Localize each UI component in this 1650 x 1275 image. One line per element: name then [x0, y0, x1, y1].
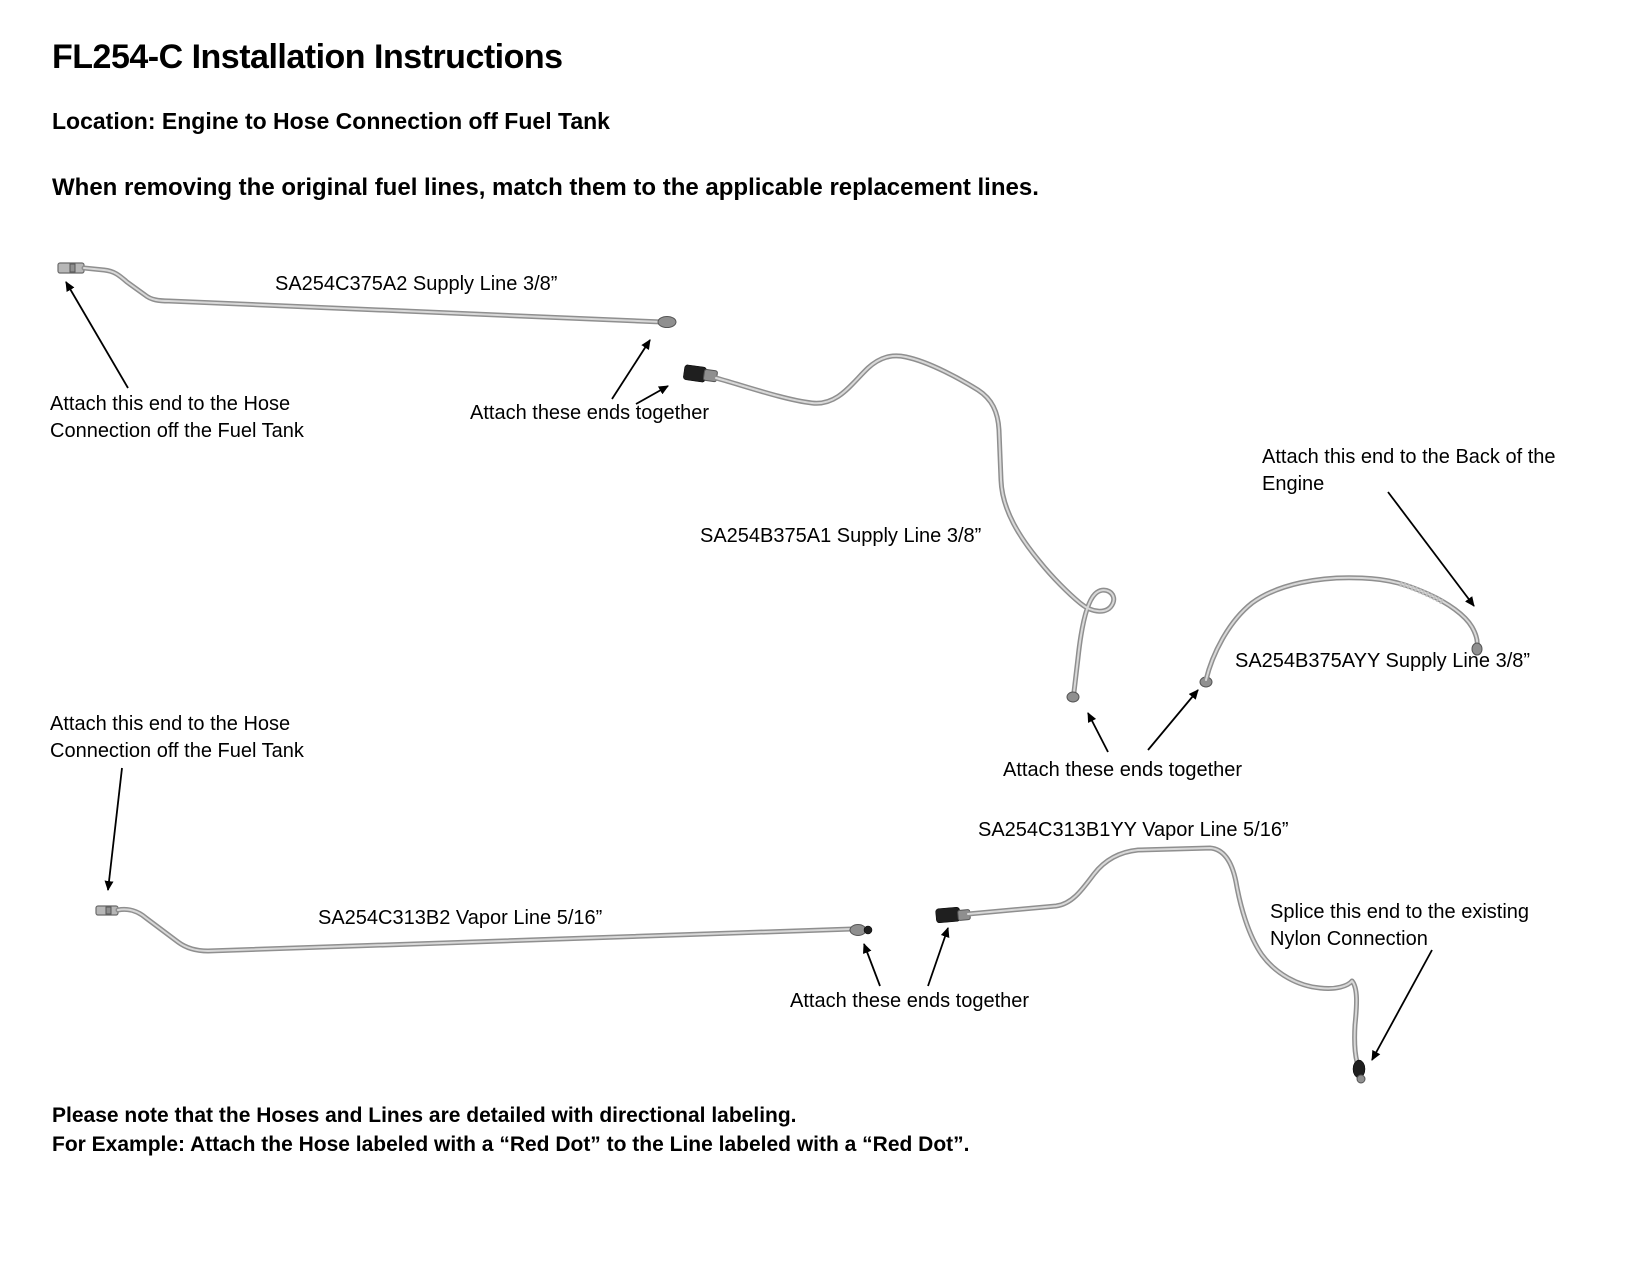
callout-attach-hose-tank-top: Attach this end to the Hose Connection o…	[50, 393, 304, 442]
arrow-to-line3-engine-end	[1387, 491, 1475, 607]
fuel-line-sa254b375ayy	[1199, 575, 1483, 688]
page-title: FL254-C Installation Instructions	[52, 38, 563, 76]
fuel-line-sa254c313b2	[95, 905, 873, 954]
callout-attach-ends-middle: Attach these ends together	[1003, 759, 1243, 781]
arrow-to-line4-splice-end	[1371, 949, 1433, 1061]
fuel-line-sa254c313b1yy	[935, 845, 1366, 1084]
arrow-to-line5-left	[104, 767, 123, 891]
callout-attach-back-engine: Attach this end to the Back of the Engin…	[1262, 446, 1556, 495]
callout-splice-nylon: Splice this end to the existing Nylon Co…	[1270, 901, 1530, 950]
arrow-to-line1-left	[65, 281, 129, 389]
label-line1-sa254c375a2: SA254C375A2 Supply Line 3/8”	[275, 273, 558, 295]
arrow-to-line4-start	[927, 927, 950, 987]
footer-note-line2: For Example: Attach the Hose labeled wit…	[52, 1133, 970, 1156]
fuel-line-sa254b375a1	[683, 353, 1117, 703]
fuel-line-sa254c375a2	[57, 262, 677, 328]
arrow-to-line5-right	[862, 943, 881, 987]
label-line2-sa254b375a1: SA254B375A1 Supply Line 3/8”	[700, 525, 982, 547]
label-line4-sa254c313b1yy: SA254C313B1YY Vapor Line 5/16”	[978, 819, 1289, 841]
location-subtitle: Location: Engine to Hose Connection off …	[52, 108, 610, 134]
arrow-to-line2-end	[1087, 712, 1109, 753]
arrow-to-line1-right	[611, 339, 651, 400]
footer-note-line1: Please note that the Hoses and Lines are…	[52, 1104, 797, 1127]
callout-attach-hose-tank-bottom: Attach this end to the Hose Connection o…	[50, 713, 304, 762]
label-line5-sa254c313b2: SA254C313B2 Vapor Line 5/16”	[318, 907, 603, 929]
arrow-to-line2-start	[635, 385, 669, 405]
instruction-text: When removing the original fuel lines, m…	[52, 174, 1039, 201]
callout-attach-ends-top: Attach these ends together	[470, 402, 710, 424]
label-line3-sa254b375ayy: SA254B375AYY Supply Line 3/8”	[1235, 650, 1531, 672]
pointer-arrows	[65, 281, 1475, 1061]
arrow-to-line3-start	[1147, 689, 1199, 751]
callout-attach-ends-bottom: Attach these ends together	[790, 990, 1030, 1012]
